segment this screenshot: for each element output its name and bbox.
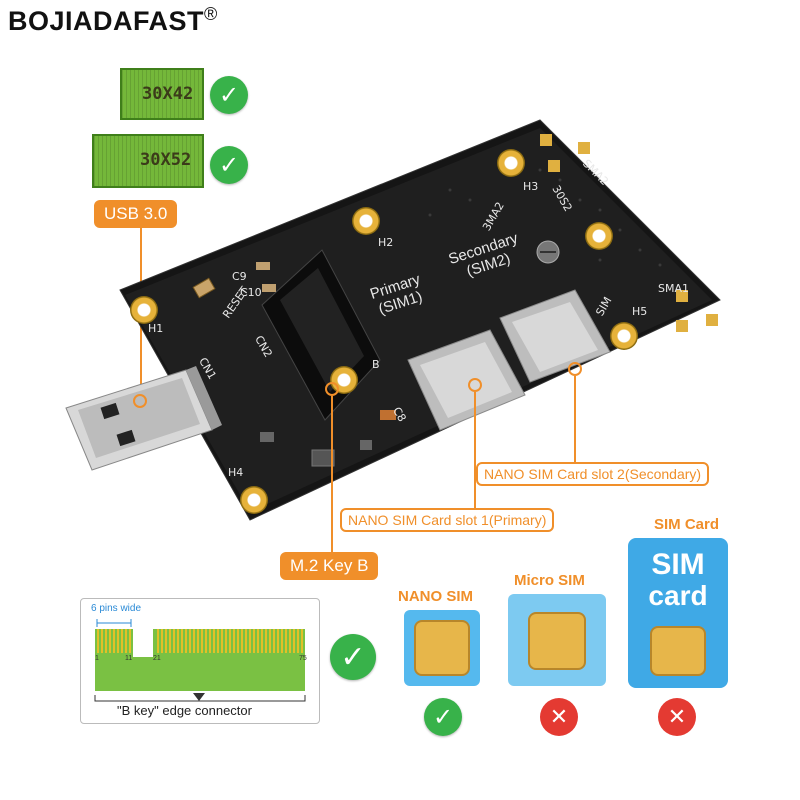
module-30x42: 30X42 bbox=[120, 68, 204, 120]
micro-sim-card bbox=[508, 594, 606, 686]
mount-hole-h5 bbox=[610, 322, 638, 350]
silk-h4: H4 bbox=[228, 466, 244, 479]
silk-h3: H3 bbox=[523, 180, 539, 193]
module-label: 30X42 bbox=[142, 84, 194, 104]
m2-marker bbox=[325, 382, 339, 396]
check-icon: ✓ bbox=[424, 698, 462, 736]
m2-leader bbox=[331, 396, 333, 552]
edge-connector-panel: 6 pins wide 1 11 21 75 "B key" edge conn… bbox=[80, 598, 320, 724]
slot2-marker bbox=[568, 362, 582, 376]
pin-label-75: 75 bbox=[299, 655, 307, 662]
usb-connector bbox=[65, 366, 222, 471]
nano-sim-card bbox=[404, 610, 480, 686]
slot1-callout: NANO SIM Card slot 1(Primary) bbox=[340, 508, 555, 532]
silk-c9: C9 bbox=[232, 270, 247, 283]
usb-marker bbox=[133, 394, 147, 408]
sim-card-text-1: SIM bbox=[651, 548, 705, 581]
mount-hole-h2 bbox=[352, 207, 380, 235]
sim-chip-icon bbox=[414, 620, 470, 676]
micro-sim-title: Micro SIM bbox=[514, 572, 585, 589]
silk-h2: H2 bbox=[378, 236, 394, 249]
slot1-marker bbox=[468, 378, 482, 392]
silk-h5: H5 bbox=[632, 305, 648, 318]
registered-mark: ® bbox=[204, 4, 218, 24]
check-icon: ✓ bbox=[330, 634, 376, 680]
cross-icon: ✕ bbox=[658, 698, 696, 736]
module-label: 30X52 bbox=[140, 150, 192, 170]
sim-chip-icon bbox=[650, 626, 706, 676]
silk-h1: H1 bbox=[148, 322, 164, 335]
cross-icon: ✕ bbox=[540, 698, 578, 736]
silk-b: B bbox=[372, 358, 380, 371]
module-30x52: 30X52 bbox=[92, 134, 204, 188]
sim-card-title: SIM Card bbox=[654, 516, 720, 533]
check-icon: ✓ bbox=[210, 146, 248, 184]
pin-label-21: 21 bbox=[153, 655, 161, 662]
nano-sim-title: NANO SIM bbox=[398, 588, 473, 605]
sim-card-text-2: card bbox=[648, 580, 708, 611]
pin-label-11: 11 bbox=[125, 655, 133, 662]
mount-hole-h3 bbox=[497, 149, 525, 177]
sim-chip-icon bbox=[528, 612, 586, 670]
mount-hole-h4 bbox=[240, 486, 268, 514]
edge-connector-drawing bbox=[94, 619, 306, 702]
slot2-callout: NANO SIM Card slot 2(Secondary) bbox=[476, 462, 710, 486]
mount-hole-h1 bbox=[130, 296, 158, 324]
usb-tag: USB 3.0 bbox=[94, 200, 178, 228]
slot2-leader bbox=[574, 376, 576, 462]
silk-c10: C10 bbox=[240, 286, 262, 299]
m2-tag: M.2 Key B bbox=[280, 552, 379, 580]
brand-name: BOJIADAFAST bbox=[8, 6, 205, 36]
slot1-leader bbox=[474, 392, 476, 508]
mount-hole-sma bbox=[585, 222, 613, 250]
edge-connector-caption: "B key" edge connector bbox=[117, 703, 252, 718]
pin-label-1: 1 bbox=[95, 655, 99, 662]
standard-sim-card: SIM card bbox=[628, 538, 728, 688]
check-icon: ✓ bbox=[210, 76, 248, 114]
silk-sma1: SMA1 bbox=[658, 282, 689, 295]
brand-logo: BOJIADAFAST® bbox=[8, 4, 218, 37]
pins-note: 6 pins wide bbox=[91, 603, 142, 614]
